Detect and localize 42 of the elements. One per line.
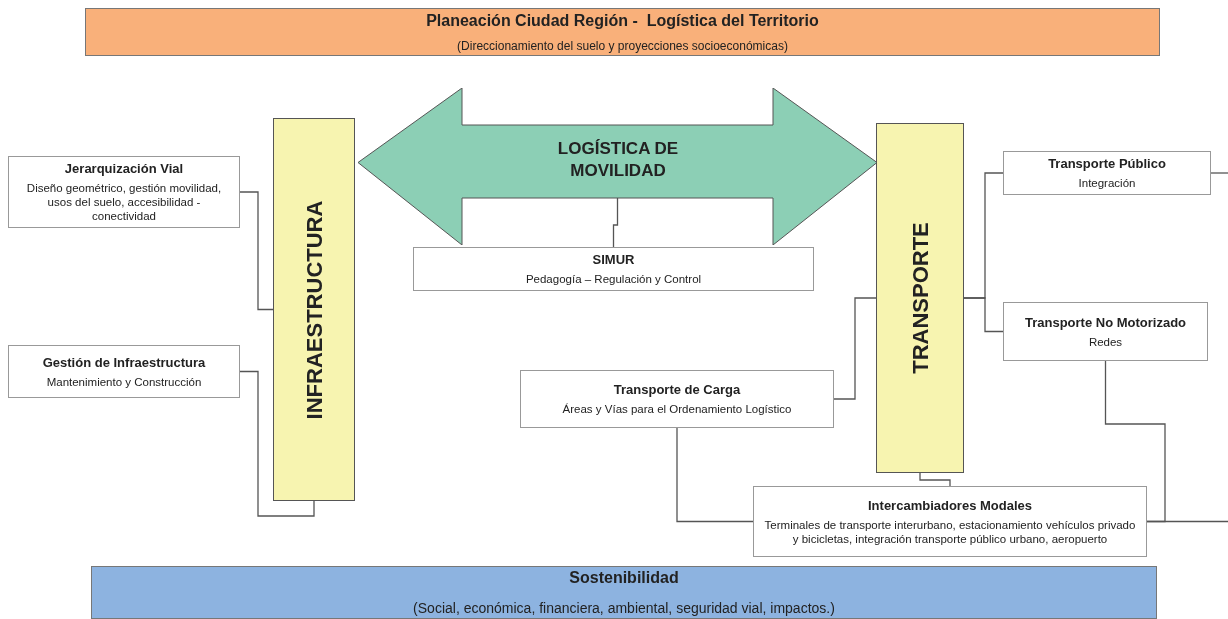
concept-box [1003,151,1211,195]
connector-line [1146,520,1228,523]
connector-line [612,197,619,248]
connector-line [676,427,754,523]
box-text: Integración [1078,176,1136,190]
connector-line [1104,360,1166,523]
pillar-label: TRANSPORTE [906,222,934,374]
box-text: Terminales de transporte interurbano, estacionamiento vehículos privado y bicicletas, integración transporte público urbano, aeropuerto [763,517,1137,546]
box-text: Mantenimiento y Construcción [46,374,202,389]
concept-box [413,247,814,291]
pillar-label: INFRAESTRUCTURA [300,200,328,419]
box-text: Redes [1088,334,1123,349]
concept-box [1003,302,1208,361]
title-banner [85,8,1160,56]
box-heading: Intercambiadores Modales [868,497,1032,514]
arrow-label: LOGÍSTICA DE MOVILIDAD [556,138,680,182]
box-heading: Transporte de Carga [613,382,741,398]
connector-line [1210,172,1228,174]
box-text: Pedagogía – Regulación y Control [525,272,702,286]
banner-subtitle: (Social, económica, financiera, ambiental, seguridad vial, impactos.) [413,599,835,618]
pillar-bar [876,123,964,473]
box-text: Diseño geométrico, gestión movilidad, usos del suelo, accesibilidad - conectividad [25,181,223,223]
connector-line [239,191,274,311]
banner-subtitle: (Direccionamiento del suelo y proyecciones socioeconómicas) [457,38,788,55]
banner-heading: Sostenibilidad [569,568,679,588]
footer-banner [91,566,1157,619]
concept-box [8,345,240,398]
concept-box [8,156,240,228]
box-heading: Transporte Público [1048,156,1166,172]
box-heading: Gestión de Infraestructura [42,354,206,371]
connector-line [239,370,315,517]
connector-line [919,472,951,487]
box-heading: Jerarquización Vial [64,161,184,177]
banner-heading: Planeación Ciudad Región - Logística del Territorio [426,11,819,31]
concept-box [520,370,834,428]
pillar-bar [273,118,355,501]
concept-box [753,486,1147,557]
connector-line [833,297,877,400]
connector-line [963,297,1004,333]
box-text: Áreas y Vías para el Ordenamiento Logístico [562,402,792,416]
box-heading: Transporte No Motorizado [1024,314,1187,331]
box-heading: SIMUR [592,252,635,268]
